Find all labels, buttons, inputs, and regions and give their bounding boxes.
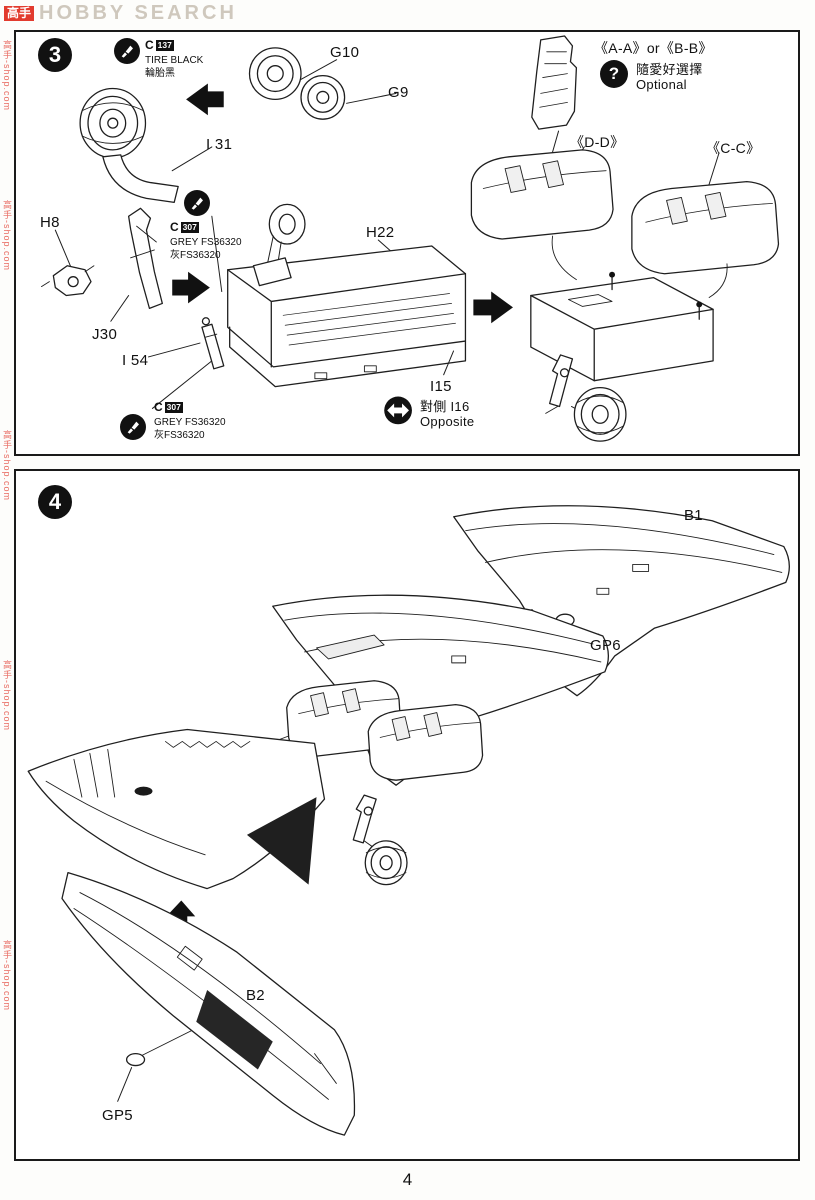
optional-title: 《A-A》or《B-B》 [594,40,713,56]
leader-lines [54,59,720,409]
paint-name-en: TIRE BLACK [145,54,204,66]
step-4-number: 4 [38,485,72,519]
part-label-b2: B2 [246,987,265,1004]
arrow-left-icon [186,83,224,116]
section-label-dd: 《D-D》 [570,134,625,150]
paint-number: 307 [164,402,183,414]
paint-brush-icon [114,38,140,64]
watermark-side-text: 高手-shop.com [2,430,12,502]
step-3-diagram [41,35,780,442]
watermark-side-text: 高手-shop.com [2,40,12,112]
watermark-cn-badge: 高手 [4,5,35,22]
paint-name-en: GREY FS36320 [170,236,242,248]
main-wheel-drawing [79,87,147,159]
b1-fuselage-drawing [453,505,790,697]
paint-code: C [145,38,154,52]
watermark-side-text: 高手-shop.com [2,200,12,272]
opposite-text-en: Opposite [420,414,475,429]
part-label-i15: I15 [430,378,452,395]
step-3-panel: 3 C 137 TIRE BLACK 輪胎黑 G10 G9 I 31 H8 J3… [14,30,800,456]
paint-callout-tire-black: C 137 TIRE BLACK 輪胎黑 [114,38,203,80]
watermark-side-text: 高手-shop.com [2,940,12,1012]
h22-tub-drawing [227,203,467,388]
paint-number: 137 [155,40,174,52]
j30-part-drawing [127,207,163,310]
h8-part-drawing [41,265,95,297]
part-label-i31: I 31 [206,136,233,153]
opposite-arrows-icon [384,396,412,425]
part-label-g10: G10 [330,44,360,61]
dd-module-drawing [470,149,614,240]
b2-fuselage-drawing [61,872,356,1136]
part-label-i54: I 54 [122,352,149,369]
paint-code: C [154,400,163,414]
paint-number: 307 [180,222,199,234]
paint-brush-icon [184,190,210,216]
i31-part-drawing [102,154,179,204]
paint-name-cn: 灰FS36320 [170,249,221,261]
optional-text-cn: 隨愛好選擇 [636,62,703,77]
step-4-panel: 4 B1 GP6 B2 GP5 [14,469,800,1161]
avionics-box-drawing [530,271,714,382]
watermark-side-text: 高手-shop.com [2,660,12,732]
question-icon: ? [600,60,628,88]
arrow-right-icon [172,271,210,304]
optional-text-en: Optional [636,77,687,92]
step-3-number: 3 [38,38,72,72]
paint-code: C [170,220,179,234]
part-label-h22: H22 [366,224,395,241]
g10-wheel-drawing [248,47,302,101]
gp5-part-drawing [125,1052,146,1067]
part-label-h8: H8 [40,214,60,231]
watermark-logo: 高手 HOBBY SEARCH [4,2,237,25]
i54-part-drawing [201,317,225,370]
paint-name-en: GREY FS36320 [154,416,226,428]
part-label-g9: G9 [388,84,409,101]
opposite-text-cn: 對側 I16 [420,399,470,414]
step-4-diagram [27,505,790,1136]
nose-gear-drawing [545,354,627,442]
arrow-right-icon [473,291,513,324]
part-label-b1: B1 [684,507,703,524]
section-label-cc: 《C-C》 [706,140,761,156]
part-label-j30: J30 [92,326,118,343]
paint-callout-grey-1: C 307 GREY FS36320 灰FS36320 [170,220,242,262]
page-number: 4 [402,1170,413,1189]
paint-brush-icon [120,414,146,440]
nose-fuselage-drawing [27,728,326,890]
paint-name-cn: 灰FS36320 [154,429,205,441]
paint-callout-grey-2: C 307 GREY FS36320 灰FS36320 [154,400,226,442]
arrow-up-icon [166,900,196,933]
watermark-en-text: HOBBY SEARCH [39,2,237,24]
cockpit-assembly-drawing [286,680,484,886]
part-label-gp5: GP5 [102,1107,133,1124]
cc-module-drawing [631,180,780,275]
g9-wheel-drawing [300,74,346,120]
part-label-gp6: GP6 [590,637,621,654]
ejection-seat-drawing [531,35,578,130]
paint-name-cn: 輪胎黑 [145,67,175,79]
